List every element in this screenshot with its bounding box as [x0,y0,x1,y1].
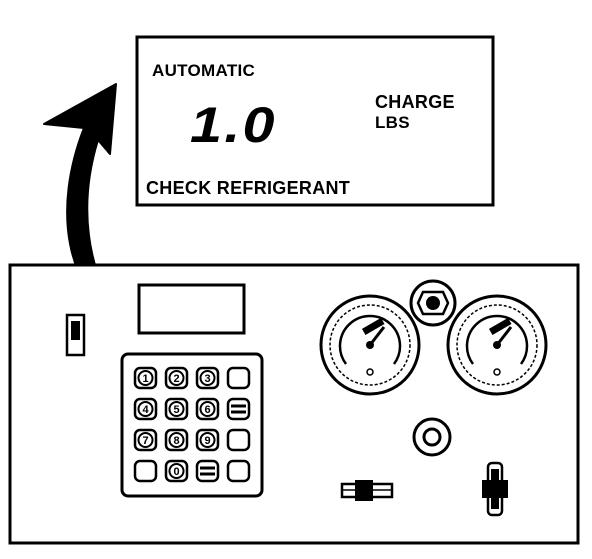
keypad-keys: 1 2 3 4 5 6 7 8 9 0 [133,366,251,483]
keypad-key-label: 0 [173,466,179,478]
keypad-key[interactable]: 0 [164,459,189,483]
keypad-key[interactable]: 7 [133,428,158,452]
keypad-key[interactable] [226,397,251,421]
display-mode-label: AUTOMATIC [152,61,256,80]
keypad-key[interactable] [226,366,251,390]
display-unit-charge: CHARGE [375,92,455,112]
low-pressure-gauge [319,294,421,396]
high-side-valve-handle[interactable] [482,461,508,517]
keypad-key-label: 3 [204,373,210,385]
keypad-key[interactable]: 3 [195,366,220,390]
panel-display-window [137,283,246,335]
keypad-key[interactable]: 6 [195,397,220,421]
keypad-key-label: 8 [173,435,179,447]
control-knob[interactable] [412,417,452,457]
keypad-key[interactable]: 4 [133,397,158,421]
display-charge-readout: 1.0 [190,97,277,153]
keypad-key-label: 5 [173,404,179,416]
keypad-key[interactable] [226,459,251,483]
keypad-key[interactable] [195,459,220,483]
high-pressure-gauge [446,294,548,396]
power-switch-rocker [71,321,80,340]
sight-glass [409,279,457,327]
keypad-key-label: 2 [173,373,179,385]
enlarged-display-frame [135,35,495,207]
keypad-key-label: 6 [204,404,210,416]
keypad-key[interactable] [133,459,158,483]
keypad-key[interactable]: 8 [164,428,189,452]
display-status-message: CHECK REFRIGERANT [146,178,351,198]
keypad-key[interactable]: 5 [164,397,189,421]
keypad-key[interactable]: 9 [195,428,220,452]
keypad-key-label: 4 [142,404,149,416]
keypad-key-label: 7 [142,435,148,447]
keypad-key[interactable]: 2 [164,366,189,390]
keypad-key-label: 9 [204,435,210,447]
low-side-valve-handle[interactable] [340,480,394,501]
keypad-key[interactable]: 1 [133,366,158,390]
display-unit-lbs: LBS [375,113,410,132]
keypad [120,352,264,498]
keypad-key[interactable] [226,428,251,452]
keypad-key-label: 1 [142,373,148,385]
